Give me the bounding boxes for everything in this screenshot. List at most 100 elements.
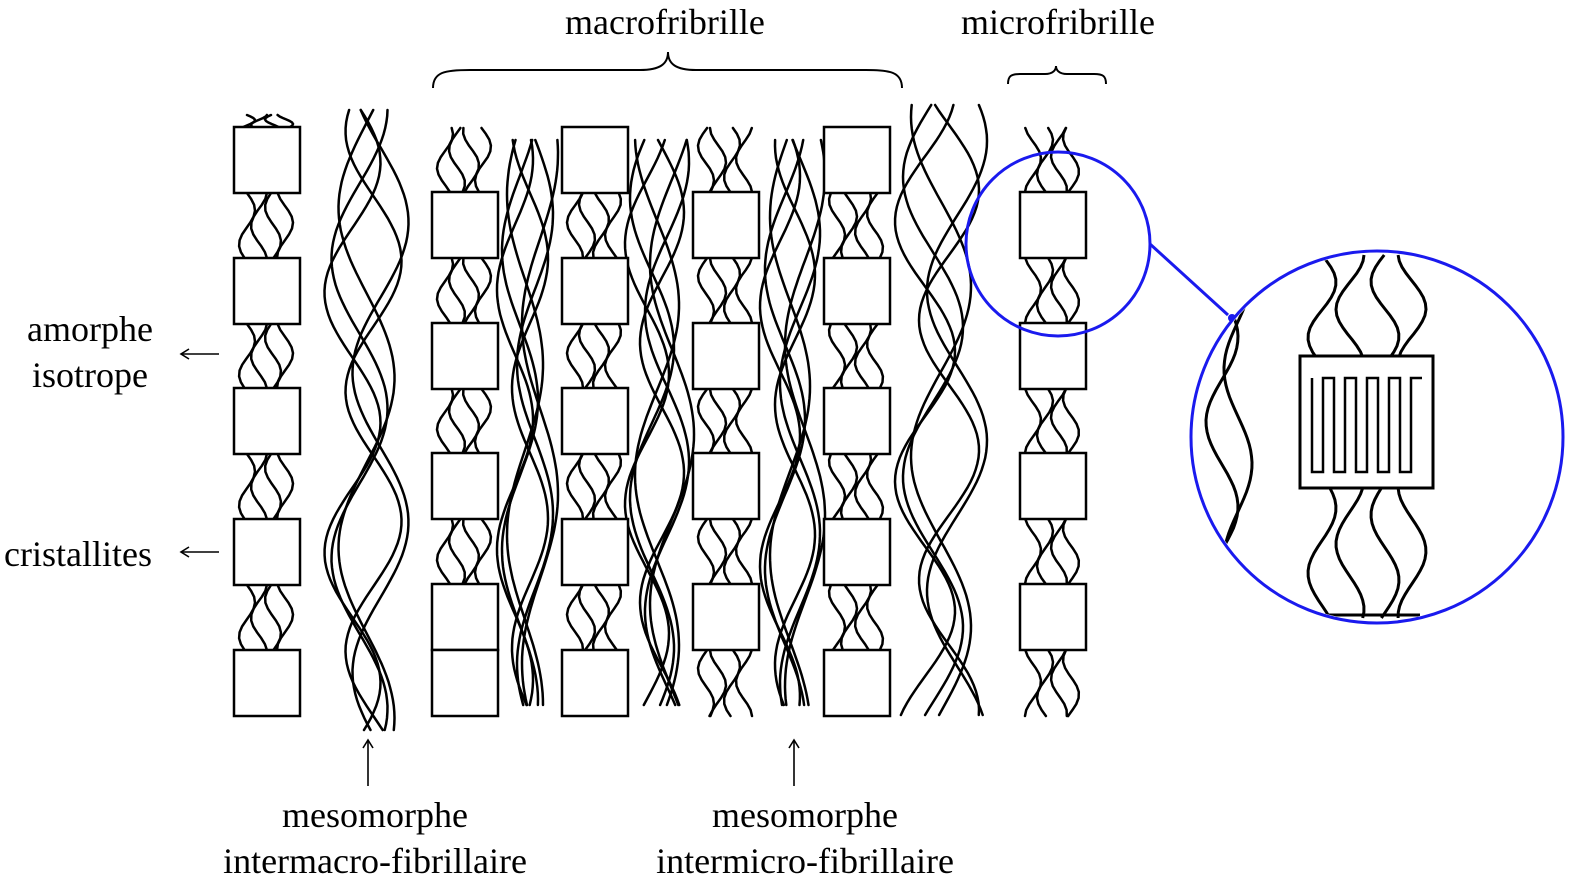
crystallites-label: cristallites xyxy=(4,534,152,574)
tie-chain xyxy=(1035,387,1055,455)
crystallite-block xyxy=(430,582,500,652)
crystallite-block xyxy=(232,648,302,718)
tie-chain xyxy=(722,648,742,718)
crystallite-block xyxy=(560,125,630,195)
tie-chain xyxy=(734,256,754,325)
mesomorphic-chain xyxy=(623,138,671,707)
tie-chain xyxy=(723,517,742,586)
crystallite-block xyxy=(822,256,892,326)
mesomorphic-chain xyxy=(515,138,555,707)
mesomorphic-chain xyxy=(351,108,410,732)
tie-chain xyxy=(603,452,623,521)
mesomorphic-intermacrofibrillar-label: mesomorphe intermacro-fibrillaire xyxy=(190,792,560,884)
meso-macro-line1: mesomorphe xyxy=(282,795,468,835)
crystallite-block xyxy=(560,648,630,718)
crystallite-block xyxy=(1018,451,1088,521)
tie-chain xyxy=(447,387,466,455)
tie-chain xyxy=(1023,387,1043,455)
amorphous-label-line2: isotrope xyxy=(32,355,148,395)
tie-chain xyxy=(1061,256,1081,325)
mesomorphic-chain xyxy=(783,138,827,707)
tie-chain xyxy=(1023,126,1043,194)
zoom-tie-chain xyxy=(1334,487,1366,619)
mesomorphic-chain xyxy=(628,138,676,707)
meso-macro-arrow-head xyxy=(362,738,374,749)
tie-chain xyxy=(866,191,885,260)
tie-chain xyxy=(275,452,295,521)
crystallite-block xyxy=(691,582,761,652)
crystallite-block xyxy=(232,125,302,195)
tie-chain xyxy=(461,387,481,455)
tie-chain xyxy=(276,113,295,129)
tie-chain xyxy=(839,452,859,521)
tie-chain xyxy=(839,322,859,390)
tie-chain xyxy=(1061,126,1080,194)
mesomorphic-chain xyxy=(638,138,686,707)
crystallite-block xyxy=(560,256,630,326)
mesomorphic-chain xyxy=(893,103,957,717)
mesomorphic-chain xyxy=(909,103,973,717)
crystallite-block xyxy=(822,648,892,718)
tie-chain xyxy=(435,126,455,194)
mesomorphic-chain xyxy=(505,138,545,707)
tie-chain xyxy=(696,648,716,718)
tie-chain xyxy=(577,322,597,390)
mesomorphic-intermicrofibrillar-label: mesomorphe intermicro-fibrillaire xyxy=(620,792,990,884)
amorphous-label-line1: amorphe xyxy=(27,309,153,349)
tie-chain xyxy=(708,256,728,325)
tie-chain xyxy=(473,256,493,325)
crystallite-block xyxy=(560,386,630,456)
tie-chain xyxy=(1061,387,1080,455)
mesomorphic-chain xyxy=(510,138,550,707)
tie-chain xyxy=(237,452,257,521)
zoom-tie-chain xyxy=(1369,254,1401,359)
meso-micro-line2: intermicro-fibrillaire xyxy=(656,841,954,881)
amorphous-arrow-head xyxy=(179,348,190,360)
tie-chain xyxy=(734,517,754,586)
tie-chain xyxy=(565,191,585,260)
tie-chain xyxy=(461,517,481,586)
tie-chain xyxy=(461,256,481,325)
crystallite-block xyxy=(232,517,302,587)
tie-chain xyxy=(275,322,295,390)
crystallite-block xyxy=(430,451,500,521)
tie-chain xyxy=(734,126,754,194)
microfibril-brace xyxy=(1007,65,1107,85)
zoom-tie-chain xyxy=(1396,487,1428,619)
tie-chain xyxy=(242,113,257,129)
mesomorphic-chain xyxy=(901,103,965,717)
crystallite-block xyxy=(430,648,500,718)
tie-chain xyxy=(866,322,885,390)
tie-chain xyxy=(249,191,269,260)
microfibril-label: microfribrille xyxy=(961,2,1155,42)
crystallite-block xyxy=(430,190,500,260)
zoom-tie-chain xyxy=(1306,254,1338,359)
tie-chain xyxy=(237,322,257,390)
mesomorphic-chain xyxy=(768,138,812,707)
zoom-tie-chain xyxy=(1396,254,1428,359)
crystallite-block xyxy=(560,517,630,587)
tie-chain xyxy=(565,583,585,652)
tie-chain xyxy=(435,517,455,586)
tie-chain xyxy=(1023,256,1043,325)
zoom-connector-line xyxy=(1148,242,1230,317)
tie-chain xyxy=(249,113,269,129)
tie-chain xyxy=(1035,517,1055,586)
zoom-tie-chain xyxy=(1334,254,1366,359)
tie-chain xyxy=(577,583,597,652)
tie-chain xyxy=(447,256,466,325)
tie-chain xyxy=(435,387,455,455)
crystallite-block xyxy=(822,125,892,195)
crystallite-block xyxy=(1018,582,1088,652)
tie-chain xyxy=(577,452,597,521)
tie-chain xyxy=(591,583,610,652)
tie-chain xyxy=(839,583,859,652)
zoom-detail-content xyxy=(1204,254,1435,619)
amorphous-isotropic-label: amorphe isotrope xyxy=(10,306,170,398)
mesomorphic-chain xyxy=(925,103,989,717)
crystallite-block xyxy=(822,517,892,587)
tie-chain xyxy=(1023,517,1043,586)
tie-chain xyxy=(1061,517,1081,586)
tie-chain xyxy=(591,191,610,260)
